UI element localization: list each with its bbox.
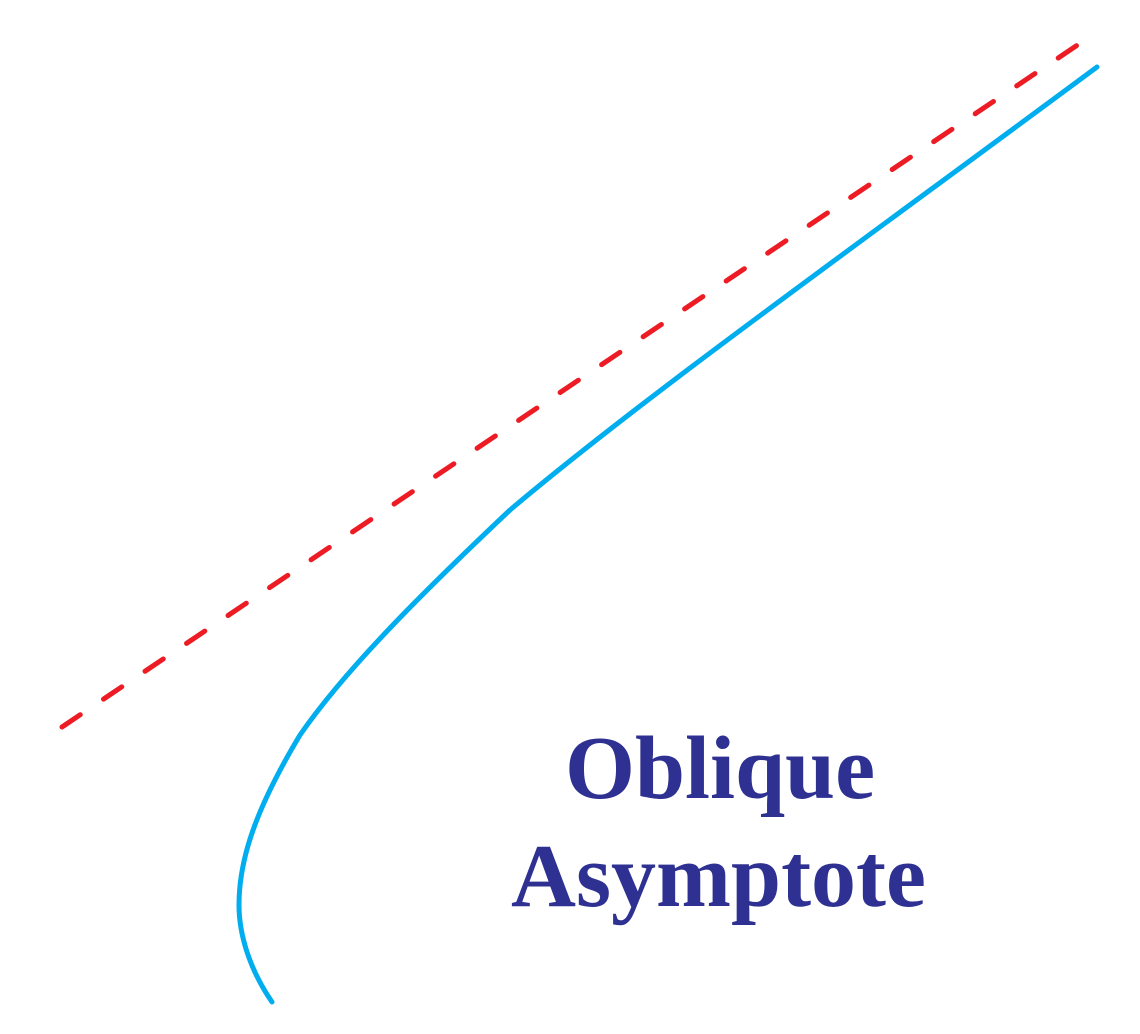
oblique-asymptote-line [59, 37, 1088, 730]
hyperbola-curve [236, 64, 1100, 1005]
label-asymptote: Asymptote [511, 827, 926, 926]
label-oblique: Oblique [564, 719, 876, 818]
